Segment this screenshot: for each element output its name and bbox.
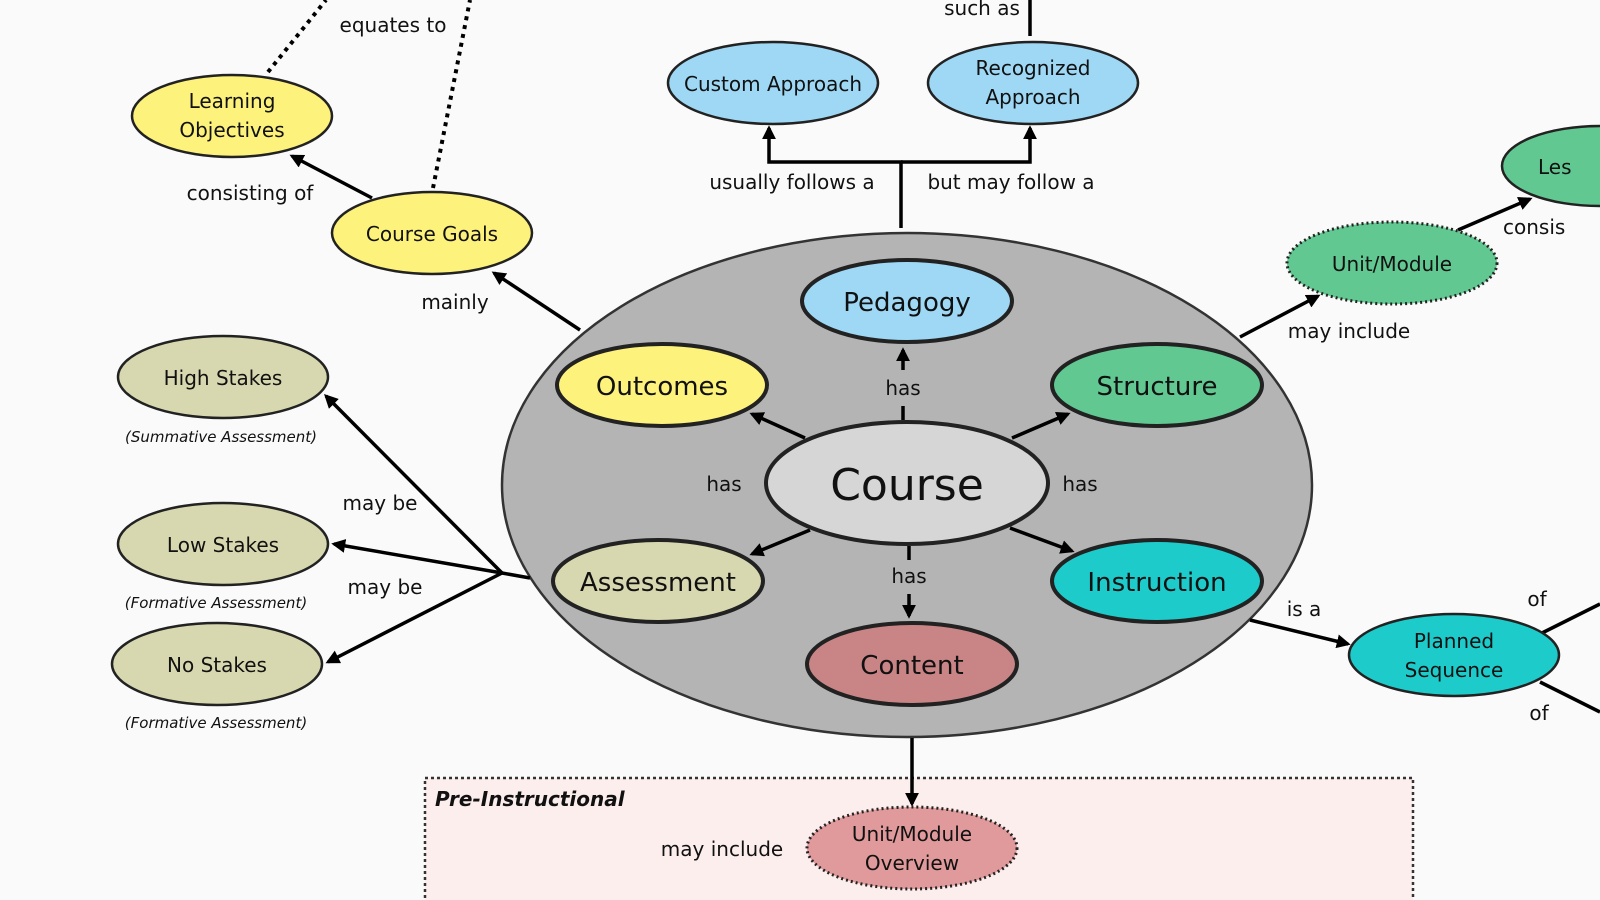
label-consis: consis	[1503, 215, 1565, 239]
label-has-pedagogy: has	[885, 376, 920, 400]
edge-has-outcomes	[749, 412, 806, 440]
label-such-as: such as	[944, 0, 1020, 20]
note-formative-none: (Formative Assessment)	[125, 714, 307, 732]
label-usually-follows: usually follows a	[709, 170, 874, 194]
label-of-bottom: of	[1529, 701, 1549, 725]
note-formative-low: (Formative Assessment)	[125, 594, 307, 612]
node-label: High Stakes	[164, 366, 283, 390]
edges	[266, 0, 1600, 807]
label-has-content: has	[891, 564, 926, 588]
node-label: Approach	[985, 85, 1080, 109]
node-instruction[interactable]: Instruction	[1050, 538, 1264, 624]
node-label: Recognized	[976, 56, 1091, 80]
edge-may-be-high	[324, 394, 504, 575]
edge-has-structure	[1011, 411, 1071, 440]
edge-labels: equates to such as consisting of usually…	[187, 0, 1566, 861]
label-but-may-follow: but may follow a	[927, 170, 1094, 194]
node-planned-sequence[interactable]: Planned Sequence	[1347, 612, 1561, 698]
label-may-include-overview: may include	[661, 837, 783, 861]
note-summative: (Summative Assessment)	[125, 428, 317, 446]
label-may-be-low: may be	[348, 575, 423, 599]
edge-consisting-of	[289, 154, 373, 200]
edge-of-bottom	[1539, 680, 1600, 714]
node-label: Sequence	[1405, 658, 1504, 682]
node-course[interactable]: Course	[764, 420, 1050, 546]
node-low-stakes[interactable]: Low Stakes	[116, 501, 330, 587]
node-label: Low Stakes	[167, 533, 279, 557]
edge-equates-left	[266, 0, 328, 74]
node-unit-module-overview[interactable]: Unit/Module Overview	[805, 805, 1019, 891]
node-course-goals[interactable]: Course Goals	[330, 190, 534, 276]
node-label: Custom Approach	[684, 72, 862, 96]
node-label: Planned	[1414, 629, 1494, 653]
edge-may-be-low	[331, 539, 503, 575]
node-unit-module[interactable]: Unit/Module	[1285, 220, 1499, 306]
label-may-include-unit: may include	[1288, 319, 1410, 343]
label-may-be-high: may be	[343, 491, 418, 515]
node-label: Unit/Module	[852, 822, 972, 846]
edge-has-instruction	[1009, 526, 1075, 554]
node-label: Outcomes	[596, 372, 728, 402]
node-label: Overview	[865, 851, 959, 875]
edge-mainly	[491, 271, 581, 332]
label-has-outcomes: has	[706, 472, 741, 496]
node-label: Structure	[1097, 372, 1218, 402]
node-custom-approach[interactable]: Custom Approach	[666, 40, 880, 126]
node-label: Learning	[189, 89, 276, 113]
label-consisting-of: consisting of	[187, 181, 315, 205]
label-mainly: mainly	[421, 290, 489, 314]
edge-consisting-lessons	[1457, 196, 1533, 232]
node-high-stakes[interactable]: High Stakes	[116, 334, 330, 420]
node-assessment[interactable]: Assessment	[551, 538, 765, 624]
edge-approach-tree	[762, 125, 903, 228]
node-label: Assessment	[580, 568, 736, 598]
node-label: Content	[860, 651, 963, 681]
node-content[interactable]: Content	[805, 621, 1019, 707]
edge-may-include-unit	[1239, 294, 1321, 339]
edge-is-a	[1249, 618, 1351, 649]
node-label: Unit/Module	[1332, 252, 1452, 276]
node-label: Objectives	[179, 118, 284, 142]
label-equates-to: equates to	[340, 13, 447, 37]
label-has-structure: has	[1062, 472, 1097, 496]
label-of-top: of	[1527, 587, 1547, 611]
edge-has-assessment	[749, 528, 811, 557]
node-structure[interactable]: Structure	[1050, 342, 1264, 428]
node-outcomes[interactable]: Outcomes	[555, 342, 769, 428]
edge-approach-tree-right	[901, 125, 1037, 164]
node-no-stakes[interactable]: No Stakes	[110, 621, 324, 707]
node-label: Course Goals	[366, 222, 498, 246]
node-learning-objectives[interactable]: Learning Objectives	[130, 73, 334, 159]
node-label: Course	[830, 460, 984, 511]
edge-stakes-trunk	[501, 571, 531, 580]
node-recognized-approach[interactable]: Recognized Approach	[926, 40, 1140, 126]
node-label: Les	[1538, 155, 1572, 179]
node-label: Instruction	[1087, 568, 1226, 598]
edge-may-be-none	[325, 571, 503, 664]
edge-of-top	[1539, 602, 1600, 636]
label-is-a: is a	[1287, 597, 1322, 621]
node-label: No Stakes	[167, 653, 267, 677]
node-pedagogy[interactable]: Pedagogy	[800, 258, 1014, 344]
node-lessons-partial[interactable]: Les	[1500, 124, 1600, 208]
node-label: Pedagogy	[843, 288, 971, 318]
pre-instructional-title: Pre-Instructional	[435, 787, 626, 811]
